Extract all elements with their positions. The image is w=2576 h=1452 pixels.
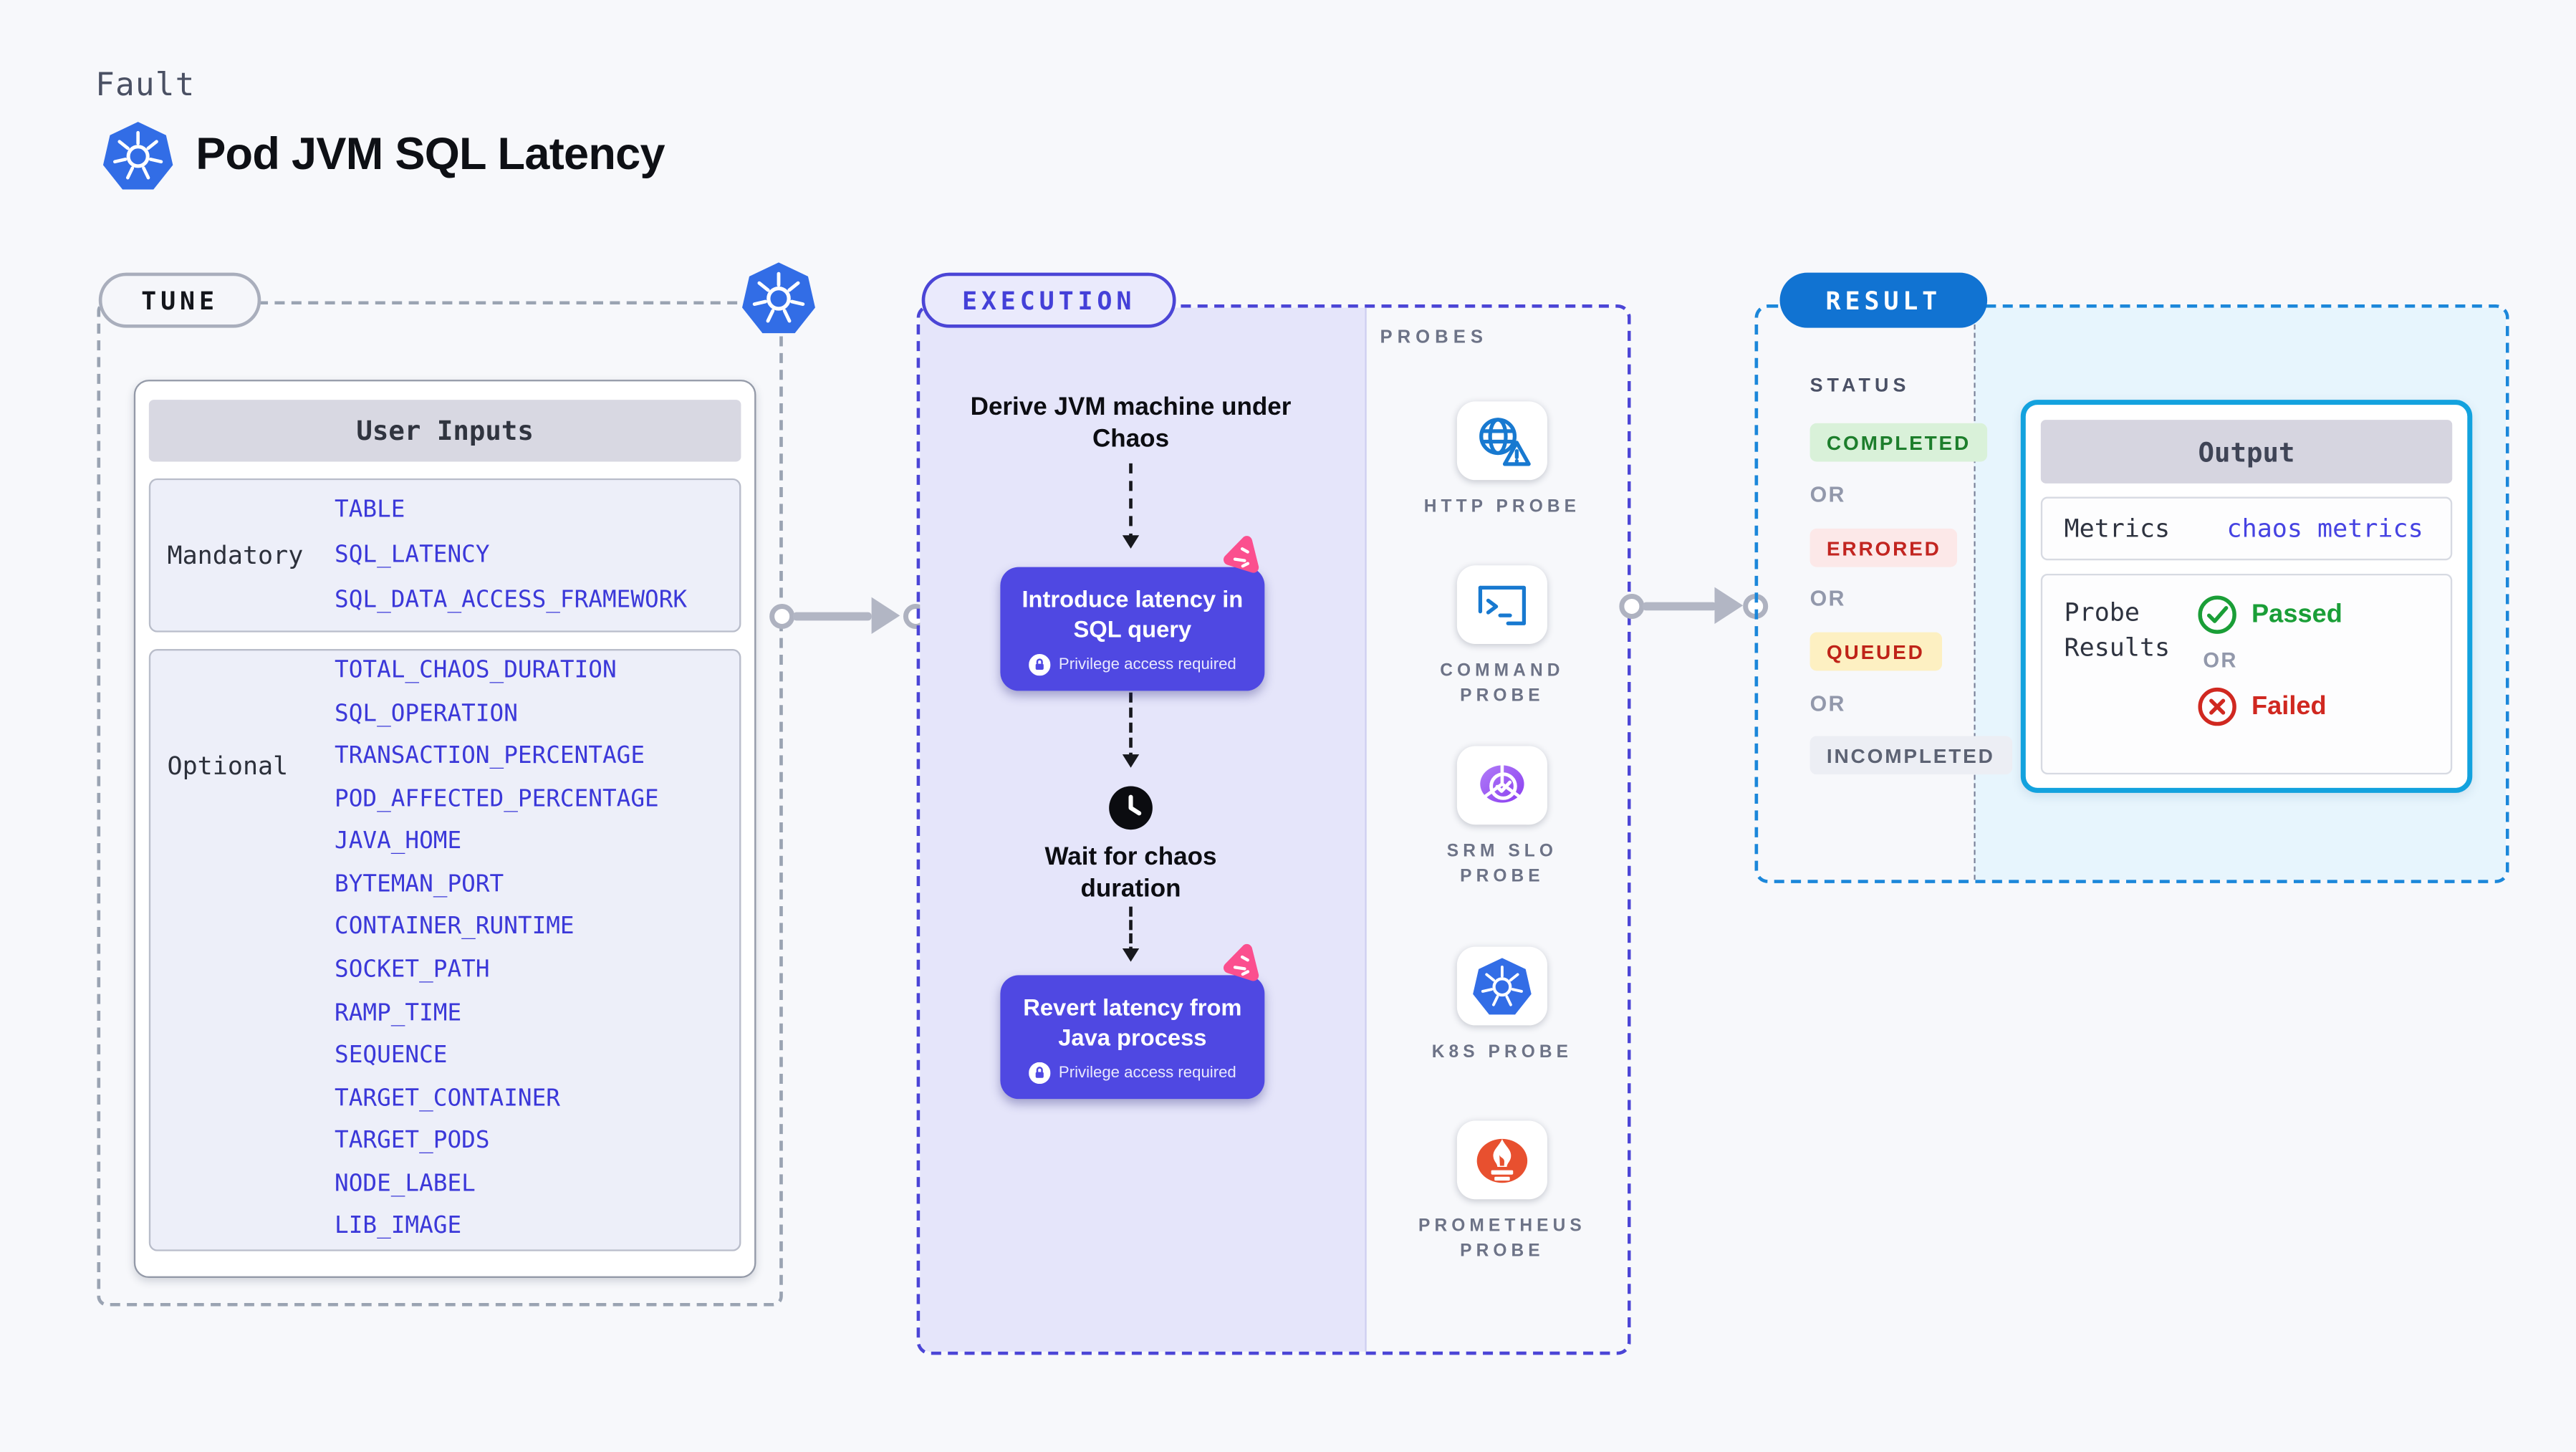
- clock-icon: [1107, 784, 1154, 831]
- status-label: STATUS: [1810, 376, 1911, 397]
- input-variable: SQL_LATENCY: [335, 541, 490, 568]
- input-variable: CONTAINER_RUNTIME: [335, 914, 575, 941]
- http-probe-icon: [1456, 401, 1547, 481]
- lock-icon: [1029, 1062, 1050, 1084]
- step-derive-jvm: Derive JVM machine under Chaos: [970, 393, 1292, 453]
- tune-section-box: [97, 301, 783, 1307]
- status-badge-incompleted: INCOMPLETED: [1810, 736, 2012, 775]
- page-title: Pod JVM SQL Latency: [196, 128, 665, 179]
- privilege-note: Privilege access required: [1058, 1064, 1236, 1082]
- dotted-arrow-icon: [1122, 906, 1140, 962]
- metrics-row: Metrics chaos metrics: [2040, 496, 2453, 561]
- input-variable: JAVA_HOME: [335, 828, 462, 856]
- passed-label: Passed: [2251, 600, 2342, 628]
- input-variable: RAMP_TIME: [335, 999, 462, 1027]
- metrics-value: chaos metrics: [2226, 513, 2423, 544]
- prometheus-probe-icon: [1456, 1120, 1547, 1200]
- result-badge: RESULT: [1779, 272, 1988, 328]
- probe-name: PROMETHEUS PROBE: [1418, 1216, 1586, 1261]
- probe-item-http: HTTP PROBE: [1357, 401, 1648, 520]
- status-badge-errored: ERRORED: [1810, 528, 1959, 567]
- check-circle-icon: [2196, 594, 2238, 635]
- mandatory-group: Mandatory TABLE SQL_LATENCY SQL_DATA_ACC…: [148, 478, 741, 633]
- execution-flow-area: [920, 307, 1367, 1352]
- kubernetes-icon: [102, 120, 173, 192]
- chaos-fault-icon: [1218, 943, 1261, 987]
- input-variable: TARGET_PODS: [335, 1128, 490, 1155]
- probe-item-prometheus: PROMETHEUS PROBE: [1357, 1120, 1648, 1265]
- probe-results-row: Probe Results Passed OR Failed: [2040, 573, 2453, 775]
- status-badge-completed: COMPLETED: [1810, 423, 1988, 462]
- or-separator: OR: [1810, 585, 1846, 611]
- probe-name: HTTP PROBE: [1423, 496, 1581, 517]
- or-separator: OR: [2203, 649, 2238, 673]
- input-variable: SQL_OPERATION: [335, 700, 518, 728]
- user-inputs-card: User Inputs Mandatory TABLE SQL_LATENCY …: [133, 380, 756, 1279]
- mandatory-items: TABLE SQL_LATENCY SQL_DATA_ACCESS_FRAMEW…: [335, 480, 739, 630]
- card-title: Revert latency from Java process: [1023, 994, 1242, 1051]
- input-variable: NODE_LABEL: [335, 1170, 476, 1198]
- chaos-fault-icon: [1218, 535, 1261, 579]
- card-title: Introduce latency in SQL query: [1022, 585, 1244, 643]
- input-variable: TRANSACTION_PERCENTAGE: [335, 743, 645, 770]
- dotted-arrow-icon: [1122, 692, 1140, 768]
- input-variable: LIB_IMAGE: [335, 1213, 462, 1240]
- input-variable: SOCKET_PATH: [335, 956, 490, 984]
- srm-slo-probe-icon: [1456, 746, 1547, 825]
- probe-results-label: Probe Results: [2064, 597, 2171, 663]
- output-card: Output Metrics chaos metrics Probe Resul…: [2020, 400, 2473, 793]
- probe-item-k8s: K8S PROBE: [1357, 946, 1648, 1066]
- status-badge-queued: QUEUED: [1810, 632, 1941, 671]
- user-inputs-title: User Inputs: [148, 400, 741, 462]
- input-variable: BYTEMAN_PORT: [335, 871, 504, 898]
- x-circle-icon: [2196, 686, 2238, 727]
- k8s-probe-icon: [1456, 946, 1547, 1026]
- probes-label: PROBES: [1380, 327, 1488, 348]
- dotted-arrow-icon: [1122, 463, 1140, 549]
- introduce-latency-card: Introduce latency in SQL query Privilege…: [1000, 567, 1265, 691]
- or-separator: OR: [1810, 691, 1846, 716]
- step-wait-duration: Wait for chaos duration: [1044, 842, 1217, 903]
- input-variable: TABLE: [335, 496, 405, 523]
- metrics-label: Metrics: [2064, 513, 2171, 544]
- revert-latency-card: Revert latency from Java process Privile…: [1000, 975, 1265, 1100]
- probe-name: SRM SLO PROBE: [1446, 841, 1558, 887]
- input-variable: SQL_DATA_ACCESS_FRAMEWORK: [335, 586, 688, 613]
- kubernetes-icon: [741, 261, 816, 336]
- failed-label: Failed: [2251, 691, 2327, 721]
- or-separator: OR: [1810, 481, 1846, 507]
- optional-label: Optional: [167, 751, 289, 782]
- probe-item-srm-slo: SRM SLO PROBE: [1357, 746, 1648, 890]
- probe-name: COMMAND PROBE: [1440, 660, 1565, 706]
- privilege-note: Privilege access required: [1058, 655, 1236, 675]
- execution-section-box: [916, 304, 1631, 1355]
- mandatory-label: Mandatory: [167, 540, 304, 571]
- tune-badge: TUNE: [98, 272, 261, 328]
- output-title: Output: [2040, 420, 2453, 484]
- optional-group: Optional TOTAL_CHAOS_DURATION SQL_OPERAT…: [148, 649, 741, 1251]
- lock-icon: [1029, 654, 1050, 675]
- input-variable: SEQUENCE: [335, 1042, 448, 1069]
- input-variable: TOTAL_CHAOS_DURATION: [335, 658, 617, 685]
- command-probe-icon: [1456, 565, 1547, 645]
- execution-badge: EXECUTION: [921, 272, 1176, 328]
- input-variable: POD_AFFECTED_PERCENTAGE: [335, 786, 659, 813]
- fault-eyebrow: Fault: [95, 67, 196, 104]
- input-variable: TARGET_CONTAINER: [335, 1085, 560, 1112]
- probe-name: K8S PROBE: [1431, 1042, 1573, 1062]
- probe-item-command: COMMAND PROBE: [1357, 565, 1648, 709]
- optional-items: TOTAL_CHAOS_DURATION SQL_OPERATION TRANS…: [335, 650, 739, 1249]
